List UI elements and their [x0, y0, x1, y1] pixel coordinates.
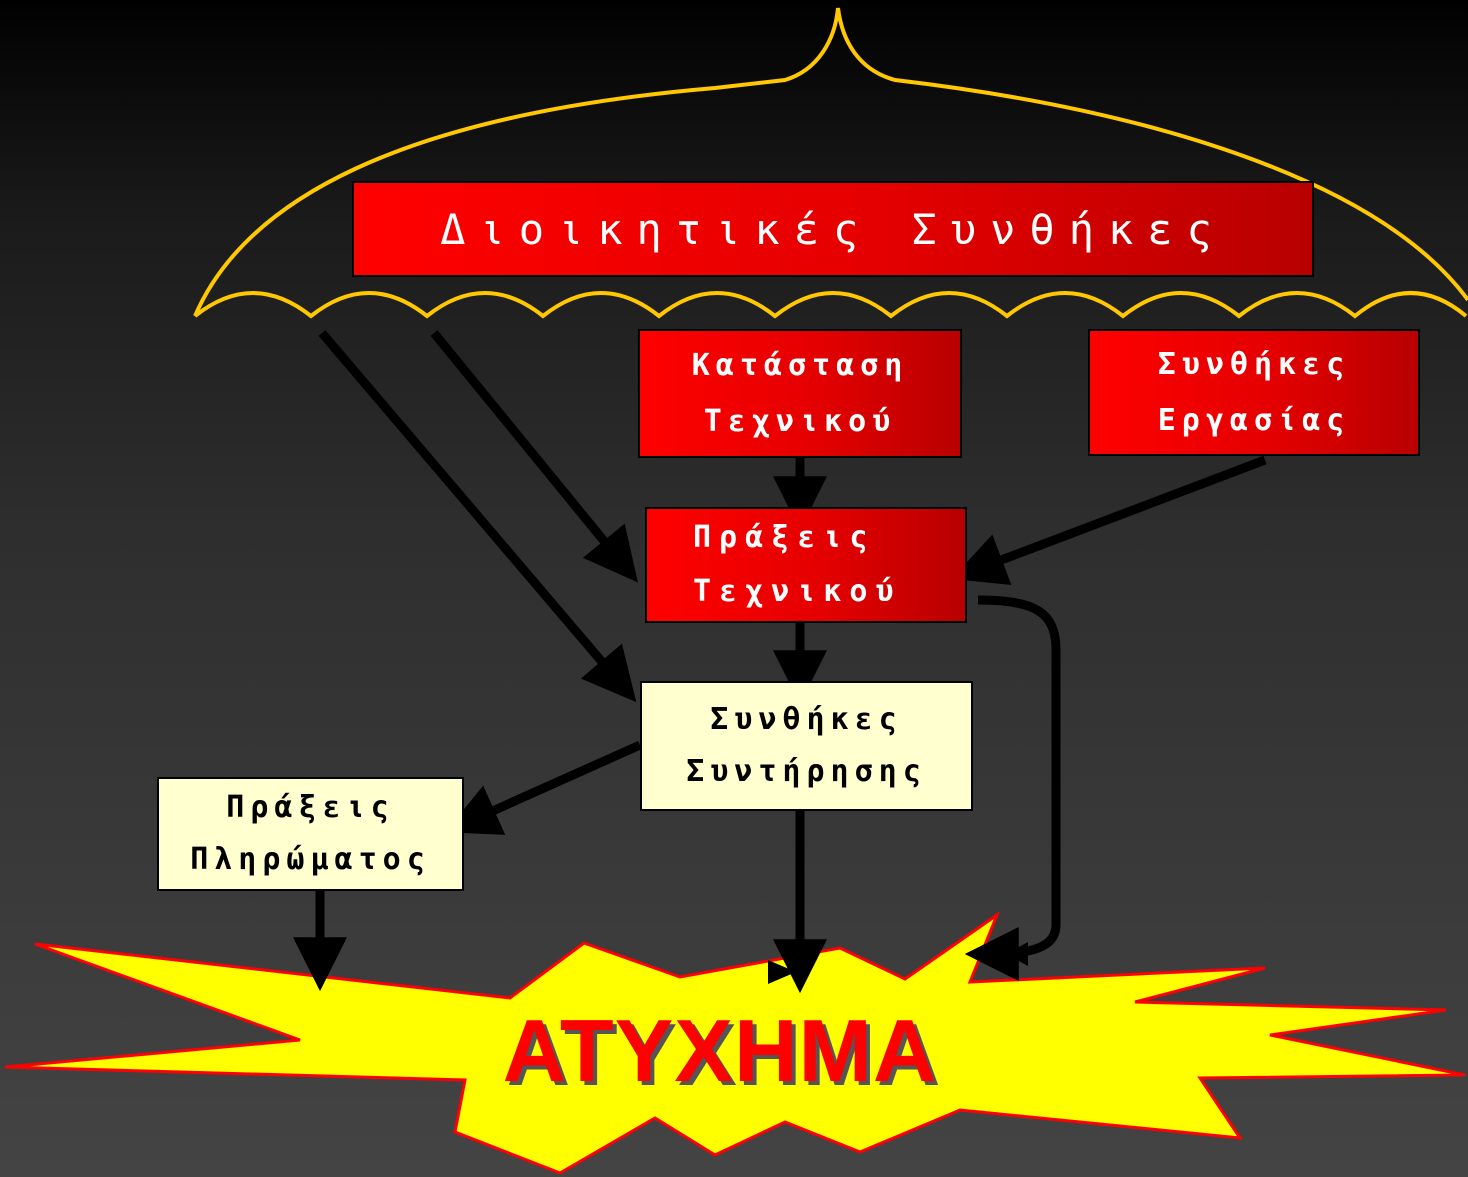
- arrowhead-accident-center: [768, 960, 796, 984]
- working-conditions-line-1: Συνθήκες: [1157, 346, 1351, 382]
- working-conditions-box: Συνθήκες Εργασίας: [1088, 329, 1420, 456]
- working-conditions-line-2: Εργασίας: [1157, 402, 1351, 438]
- accident-label: ΑΤΥΧΗΜΑ: [502, 1001, 938, 1100]
- maintenance-conditions-line-1: Συνθήκες: [710, 702, 903, 737]
- umbrella-scallops: [193, 291, 1468, 319]
- technician-acts-line-2: Τεχνικού: [693, 574, 902, 609]
- technician-state-box: Κατάσταση Τεχνικού: [638, 329, 962, 458]
- technician-state-line-2: Τεχνικού: [703, 403, 897, 439]
- explosion-shape: [4, 910, 1466, 1175]
- arrow-technician-acts-to-accident: [964, 595, 1061, 981]
- arrow-umbrella-to-maintenance: [318, 330, 637, 703]
- umbrella-canopy: [193, 7, 1468, 317]
- arrow-umbrella-to-technician-acts: [430, 330, 638, 583]
- crew-acts-line-2: Πληρώματος: [190, 842, 431, 877]
- arrowhead-accident-right: [1006, 942, 1028, 966]
- maintenance-conditions-box: Συνθήκες Συντήρησης: [640, 681, 973, 811]
- administrative-conditions-box: Διοικητικές Συνθήκες: [352, 181, 1314, 277]
- administrative-conditions-label: Διοικητικές Συνθήκες: [440, 204, 1226, 254]
- technician-acts-box: Πράξεις Τεχνικού: [645, 507, 967, 623]
- maintenance-conditions-line-2: Συντήρησης: [686, 754, 927, 789]
- crew-acts-line-1: Πράξεις: [226, 790, 395, 825]
- arrow-working-conditions-to-acts: [951, 455, 1267, 586]
- arrow-maintenance-to-crew: [444, 740, 642, 835]
- technician-state-line-1: Κατάσταση: [691, 347, 909, 383]
- technician-acts-line-1: Πράξεις: [693, 520, 876, 555]
- crew-acts-box: Πράξεις Πληρώματος: [157, 777, 464, 891]
